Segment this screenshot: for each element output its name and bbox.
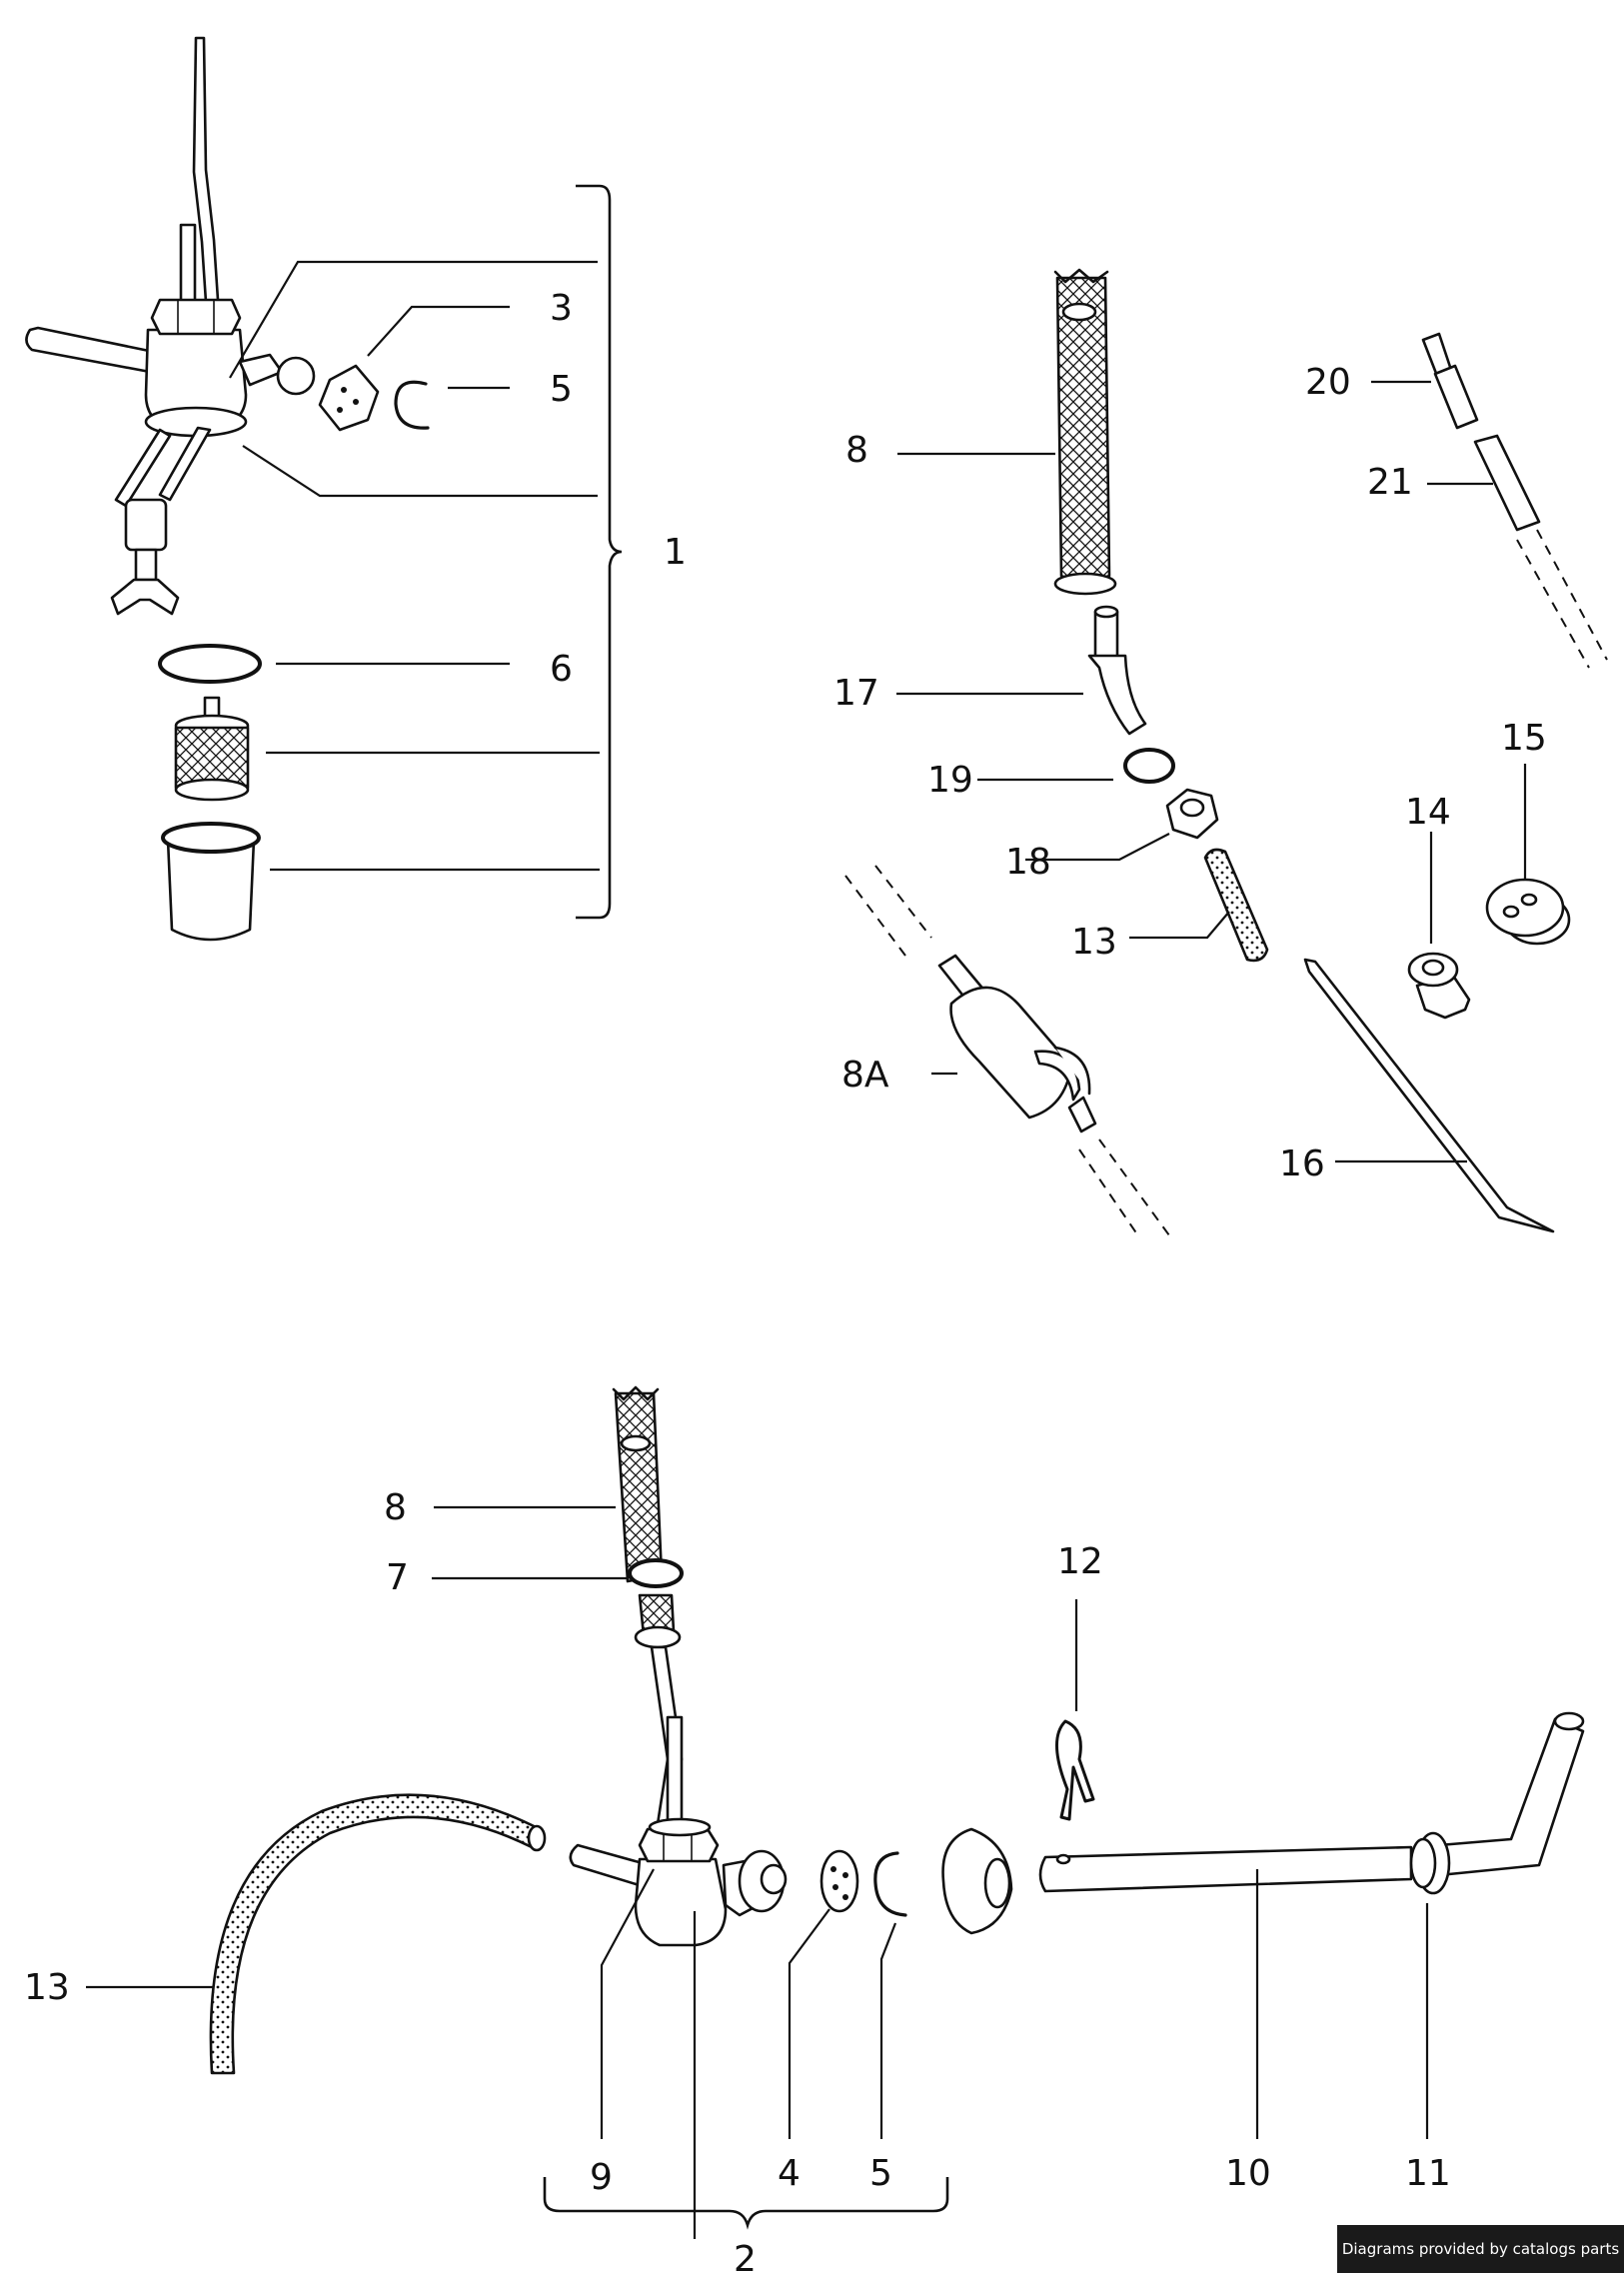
callout-5: 5 bbox=[550, 369, 573, 410]
part-4-diaphragm bbox=[819, 1849, 859, 1913]
strainer bbox=[174, 696, 250, 802]
part-14-bush bbox=[1407, 952, 1471, 1020]
part-17-elbow-connector bbox=[1087, 605, 1147, 736]
sediment-bowl bbox=[166, 838, 256, 942]
part-8A-inline-filter bbox=[844, 865, 1170, 1238]
callout-8A: 8A bbox=[841, 1055, 889, 1096]
fuel-tap-body-2 bbox=[569, 1715, 788, 1947]
callout-19: 19 bbox=[927, 760, 973, 801]
callout-8: 8 bbox=[845, 430, 868, 471]
callout-17: 17 bbox=[833, 673, 879, 714]
callout-9: 9 bbox=[590, 2157, 613, 2198]
callout-10: 10 bbox=[1225, 2153, 1271, 2194]
callout-15: 15 bbox=[1501, 718, 1547, 759]
callout-4: 4 bbox=[778, 2153, 801, 2194]
leaders-top-left bbox=[229, 184, 623, 920]
callout-18: 18 bbox=[1005, 842, 1051, 883]
part-13-long-hose bbox=[209, 1793, 542, 2075]
callout-14: 14 bbox=[1405, 792, 1451, 833]
part-18-union-nut bbox=[1165, 788, 1219, 840]
part-12-split-pin bbox=[1055, 1719, 1095, 1821]
watermark-credit: Diagrams provided by catalogs parts bbox=[1337, 2225, 1624, 2273]
rubber-boot bbox=[941, 1827, 1013, 1935]
part-7-clamp-ring bbox=[628, 1558, 684, 1588]
callout-16: 16 bbox=[1279, 1143, 1325, 1184]
part-5-spring-clip-bottom bbox=[873, 1851, 907, 1917]
callout-3: 3 bbox=[550, 288, 573, 329]
callout-12: 12 bbox=[1057, 1541, 1103, 1582]
part-6-sealing-ring bbox=[158, 644, 262, 684]
callout-11: 11 bbox=[1405, 2153, 1451, 2194]
part-15-grommet bbox=[1485, 878, 1571, 946]
callout-labels: 3 5 1 6 8 17 19 18 13 8A 16 14 15 20 21 … bbox=[24, 288, 1547, 2273]
part-11-grommet bbox=[1409, 1831, 1451, 1895]
fuel-tap-assembly-1 bbox=[25, 36, 316, 616]
leaders-bottom bbox=[86, 1505, 1429, 2239]
callout-20: 20 bbox=[1305, 362, 1351, 403]
callout-8-bottom: 8 bbox=[384, 1487, 407, 1528]
callout-13-bottom: 13 bbox=[24, 1967, 70, 2008]
part-19-washer bbox=[1123, 748, 1175, 784]
part-5-spring-clip bbox=[394, 380, 430, 430]
callout-5-bottom: 5 bbox=[869, 2153, 892, 2194]
part-3-diaphragm bbox=[318, 364, 380, 432]
callout-21: 21 bbox=[1367, 462, 1413, 503]
callout-13: 13 bbox=[1071, 922, 1117, 963]
part-20-pin bbox=[1421, 332, 1479, 430]
callout-2: 2 bbox=[734, 2239, 757, 2273]
callout-6: 6 bbox=[550, 649, 573, 690]
callout-1: 1 bbox=[664, 532, 687, 573]
part-13-short-hose bbox=[1203, 848, 1269, 963]
part-8-braided-hose-bottom bbox=[612, 1385, 664, 1583]
callout-7: 7 bbox=[386, 1557, 409, 1598]
part-21-sleeve bbox=[1473, 434, 1541, 532]
part-8-braided-hose-top bbox=[1053, 268, 1117, 596]
leaders-top-right bbox=[896, 380, 1527, 1163]
part-10-operating-rod bbox=[1038, 1711, 1585, 1893]
part-16-cable bbox=[1303, 958, 1555, 1233]
